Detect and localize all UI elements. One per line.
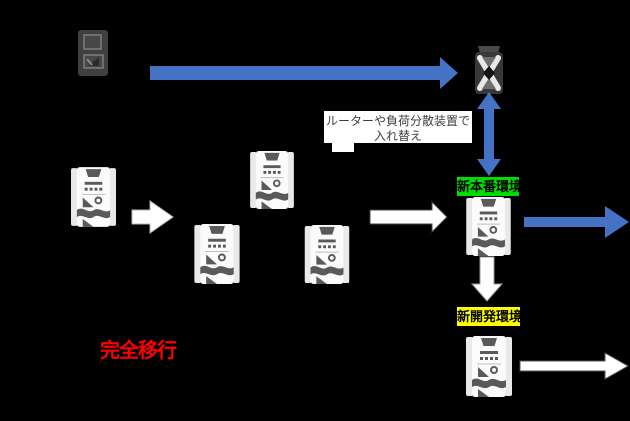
- callout-router-swap: ルーターや負荷分散装置で 入れ替え: [322, 109, 474, 145]
- callout-line1: ルーターや負荷分散装置で: [325, 114, 470, 128]
- blue-arrow-out-icon: [524, 204, 630, 241]
- label-new-production: 新本番環境: [457, 177, 523, 196]
- callout-line2: 入れ替え: [373, 129, 422, 143]
- white-arrow-copy1-icon: [131, 198, 175, 236]
- blue-arrow-traffic-icon: [148, 55, 460, 91]
- client-pc-icon: [78, 30, 108, 76]
- white-arrow-dev-out-icon: [519, 352, 630, 380]
- router-load-balancer-icon: [475, 46, 503, 94]
- server-icon-old-4: [304, 225, 350, 284]
- server-icon-new-production: [465, 197, 512, 256]
- blue-double-arrow-icon: [477, 92, 501, 176]
- server-icon-new-development: [466, 336, 512, 397]
- red-note-text: 完全移行: [100, 340, 177, 362]
- white-arrow-copy2-icon: [369, 200, 449, 234]
- server-icon-old-3: [194, 224, 240, 284]
- label-new-development: 新開発環境: [457, 307, 523, 326]
- server-icon-old-2: [250, 151, 294, 209]
- white-arrow-down-icon: [471, 256, 503, 302]
- server-icon-old-1: [71, 167, 116, 227]
- callout-tail: [330, 143, 356, 154]
